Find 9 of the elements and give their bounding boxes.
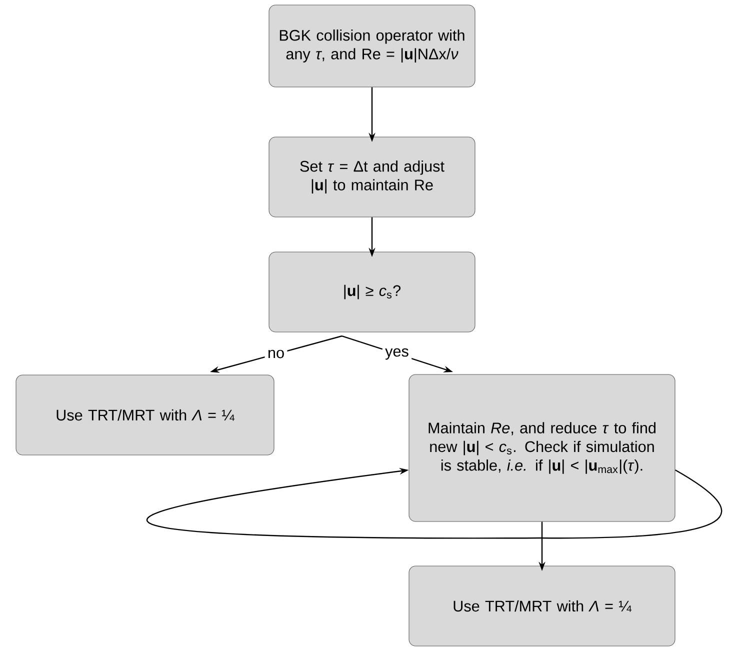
edge-label: no (264, 347, 288, 361)
process-box: |u| ≥ c$_{s}$? (268, 252, 476, 332)
edge-label: yes (382, 346, 412, 362)
process-box: Set τ = Δt and adjust |u| to maintain Re (268, 136, 476, 218)
process-box: Use TRT/MRT with Λ = ¼ (408, 566, 676, 646)
process-box: Use TRT/MRT with Λ = ¼ (16, 374, 274, 456)
arrow (149, 468, 722, 539)
process-box: Maintain Re, and reduce τ to find new |u| < c$_{s}$. Check if simulation is stable, i.e. if |u| < |u$_{max}$|(τ). (408, 374, 676, 522)
process-box: BGK collision operator with any τ, and Re = |u|NΔx/ν (268, 4, 476, 88)
